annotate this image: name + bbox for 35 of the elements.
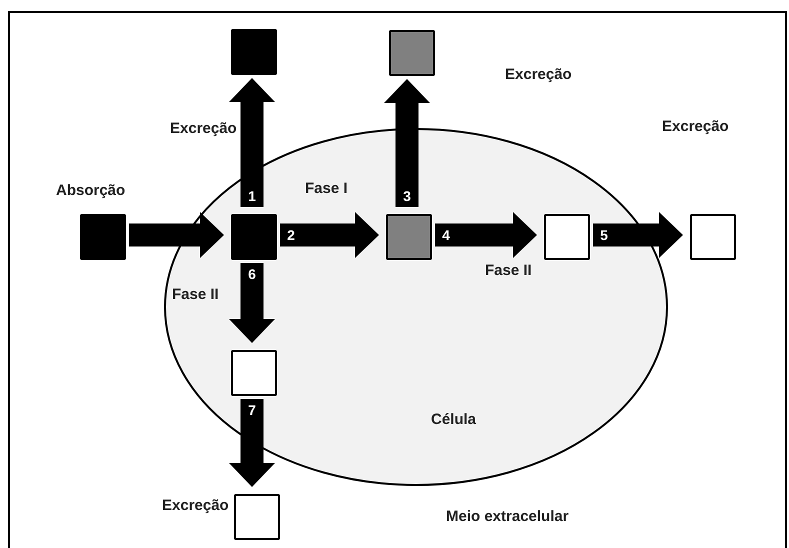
process-label: Excreção <box>170 120 237 137</box>
block-arrow <box>384 79 430 207</box>
compound-square <box>231 29 277 75</box>
step-number: 2 <box>287 228 295 242</box>
block-arrow <box>435 212 537 258</box>
block-arrow <box>229 78 275 207</box>
step-number: 7 <box>248 403 256 417</box>
step-number: 1 <box>248 189 256 203</box>
compound-square <box>234 494 280 540</box>
compound-square <box>231 350 277 396</box>
compound-square <box>690 214 736 260</box>
process-label: Fase II <box>172 286 219 303</box>
compound-square <box>544 214 590 260</box>
process-label: Fase II <box>485 262 532 279</box>
step-number: 5 <box>600 228 608 242</box>
compound-square <box>386 214 432 260</box>
step-number: 6 <box>248 267 256 281</box>
process-label: Excreção <box>505 66 572 83</box>
process-label: Excreção <box>662 118 729 135</box>
process-label: Excreção <box>162 497 229 514</box>
block-arrow <box>129 212 224 258</box>
block-arrow <box>229 399 275 487</box>
frame-border <box>8 11 787 548</box>
step-number: 3 <box>403 189 411 203</box>
cell-label: Célula <box>431 411 476 428</box>
block-arrow <box>280 212 379 258</box>
compound-square <box>231 214 277 260</box>
process-label: Fase I <box>305 180 348 197</box>
block-arrow <box>593 212 683 258</box>
compound-square <box>80 214 126 260</box>
compound-square <box>389 30 435 76</box>
block-arrow <box>229 263 275 343</box>
region-label: Meio extracelular <box>446 508 569 525</box>
node-caption: Absorção <box>56 182 126 199</box>
step-number: 4 <box>442 228 450 242</box>
